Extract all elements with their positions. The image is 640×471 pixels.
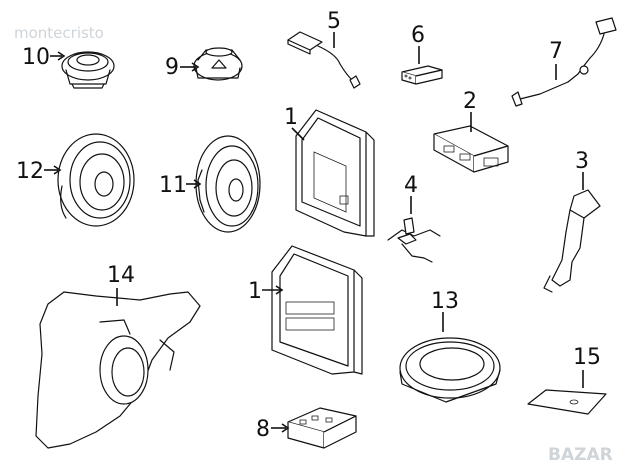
callout-5: 5 [327,9,341,34]
harness-clip [387,217,441,263]
speaker-enclosure [35,291,201,449]
watermark-text: montecristo [14,24,104,42]
bracket [543,189,601,293]
wire-module [287,31,361,89]
arrow-1a [291,127,305,141]
speaker-right [195,135,261,233]
callout-7: 7 [549,39,563,64]
callout-1a: 1 [284,105,298,130]
display-unit-upper [295,109,375,237]
callout-8: 8 [256,417,270,442]
callout-3: 3 [575,149,589,174]
wire-harness [511,17,617,107]
callout-9: 9 [165,55,179,80]
callout-11: 11 [159,173,187,198]
callout-14: 14 [107,263,135,288]
tweeter-small [61,51,115,89]
callout-4: 4 [404,173,418,198]
speaker-left [57,133,135,227]
callout-15: 15 [573,345,601,370]
callout-2: 2 [463,89,477,114]
control-module [433,125,509,173]
callout-1b: 1 [248,279,262,304]
callout-6: 6 [411,23,425,48]
oval-speaker [399,337,501,403]
plate [527,389,607,415]
callout-13: 13 [431,289,459,314]
display-unit-lower [271,245,363,375]
amplifier-module [287,407,357,449]
watermark-brand: BAZAR [548,445,613,465]
tweeter-dome [193,47,243,81]
callout-12: 12 [16,159,44,184]
connector-block [401,65,443,85]
callout-10: 10 [22,45,50,70]
